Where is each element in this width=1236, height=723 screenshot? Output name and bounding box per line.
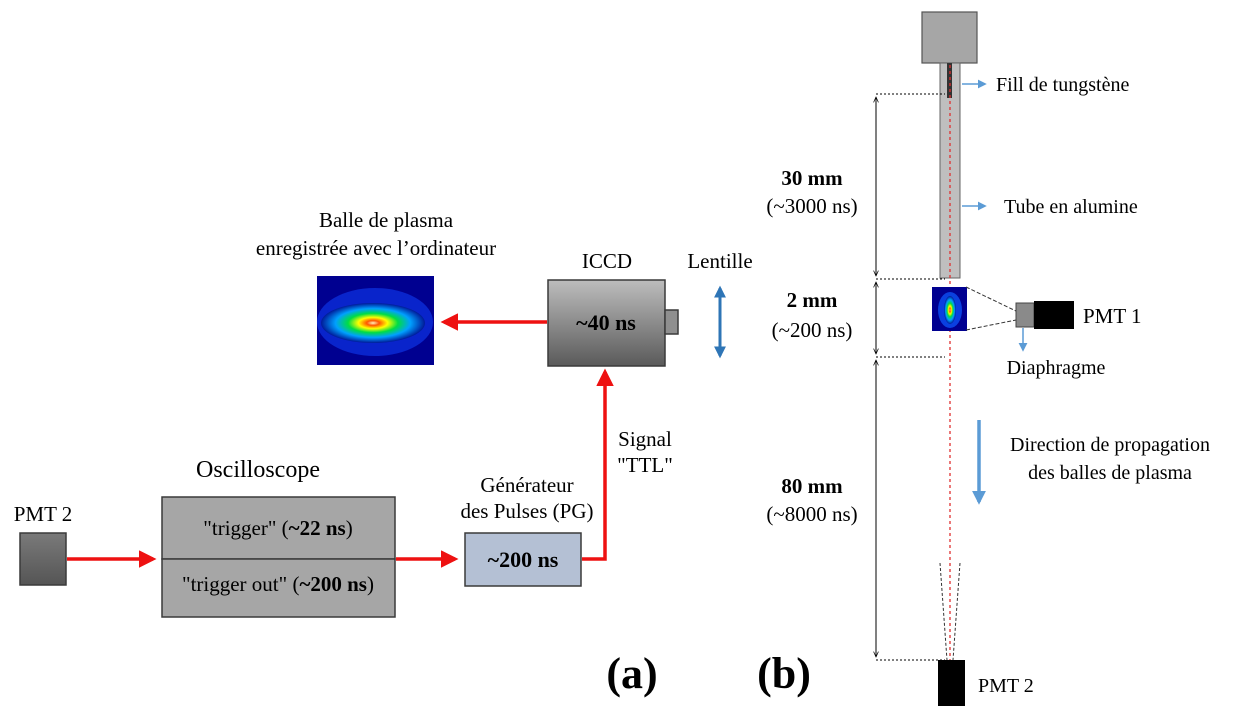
pg-value: ~200 ns bbox=[488, 547, 559, 572]
pmt2-cone-left bbox=[939, 562, 948, 661]
pmt2-label-a: PMT 2 bbox=[14, 502, 73, 526]
dim3-value: 80 mm bbox=[781, 474, 843, 498]
tungsten-label: Fill de tungstène bbox=[996, 74, 1129, 96]
oscilloscope: "trigger" (~22 ns) "trigger out" (~200 n… bbox=[161, 496, 396, 618]
panel-b: Fill de tungstène Tube en alumine 30 mm … bbox=[757, 11, 1210, 706]
panel-b-label: (b) bbox=[757, 649, 811, 698]
iccd-gate-value: ~40 ns bbox=[576, 310, 636, 335]
plasma-caption-line1: Balle de plasma bbox=[319, 208, 454, 232]
plasma-caption-line2: enregistrée avec l’ordinateur bbox=[256, 236, 496, 260]
panel-a-label: (a) bbox=[606, 649, 657, 698]
direction-label-line1: Direction de propagation bbox=[1010, 434, 1210, 456]
iccd-camera: ~40 ns bbox=[547, 279, 679, 367]
oscilloscope-title: Oscilloscope bbox=[196, 457, 320, 483]
pmt2-box-b bbox=[938, 660, 965, 706]
dim3-time: (~8000 ns) bbox=[766, 502, 857, 526]
signal-label-line1: Signal bbox=[618, 427, 672, 451]
dim2-time: (~200 ns) bbox=[772, 318, 853, 342]
pmt1-box bbox=[1034, 301, 1074, 329]
tube-label: Tube en alumine bbox=[1004, 196, 1138, 218]
dim1-value: 30 mm bbox=[781, 166, 843, 190]
iccd-title: ICCD bbox=[582, 249, 632, 273]
pmt2-box-a bbox=[19, 532, 67, 586]
trigger-text: "trigger" (~22 ns) bbox=[203, 516, 352, 540]
signal-label-line2: "TTL" bbox=[617, 453, 673, 477]
pg-caption-line2: des Pulses (PG) bbox=[460, 499, 593, 523]
pg-caption-line1: Générateur bbox=[480, 473, 573, 497]
ttl-signal-arrow bbox=[582, 368, 614, 561]
pmt2-cone-right bbox=[952, 562, 961, 661]
pmt1-cone-bottom bbox=[965, 319, 1017, 331]
direction-label-line2: des balles de plasma bbox=[1028, 462, 1192, 484]
plasma-image bbox=[317, 276, 434, 365]
trigger-out-text: "trigger out" (~200 ns) bbox=[182, 572, 374, 596]
panel-a: Balle de plasma enregistrée avec l’ordin… bbox=[14, 208, 753, 698]
tungsten-wire bbox=[947, 63, 952, 98]
plasma-window-image bbox=[932, 287, 967, 331]
dim2-value: 2 mm bbox=[787, 288, 838, 312]
dim1-time: (~3000 ns) bbox=[766, 194, 857, 218]
pmt2-label-b: PMT 2 bbox=[978, 675, 1034, 697]
lens-label: Lentille bbox=[687, 249, 752, 273]
pmt1-label: PMT 1 bbox=[1083, 304, 1142, 328]
pmt1-cone-top bbox=[965, 286, 1017, 312]
top-holder-block bbox=[921, 11, 978, 64]
diaphragm-label: Diaphragme bbox=[1007, 357, 1106, 379]
pulse-generator-box bbox=[464, 532, 582, 587]
diaphragm bbox=[1015, 302, 1035, 328]
